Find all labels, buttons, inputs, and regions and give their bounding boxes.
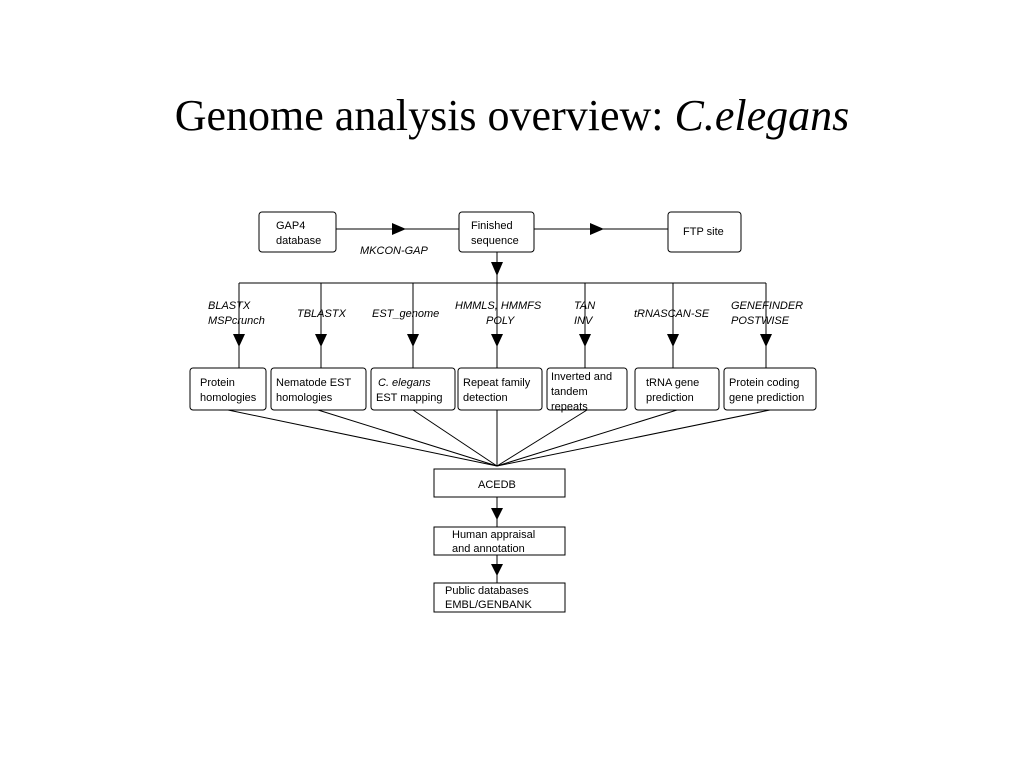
branch-5-arrowhead bbox=[579, 334, 591, 347]
gap4-database-box bbox=[258, 211, 337, 253]
converge-line-7 bbox=[496, 409, 771, 467]
converge-line-2 bbox=[317, 409, 498, 467]
title-organism: C.elegans bbox=[674, 91, 850, 140]
public-databases-box bbox=[433, 582, 566, 613]
public-line-2: EMBL/GENBANK bbox=[445, 599, 532, 611]
acedb-label: ACEDB bbox=[478, 479, 516, 491]
tool-2-line-1: TBLASTX bbox=[297, 308, 347, 320]
result-6-line-2: prediction bbox=[646, 392, 694, 404]
tool-1-line-1: BLASTX bbox=[208, 300, 251, 312]
converge-line-6 bbox=[496, 409, 678, 467]
gap4-line-1: GAP4 bbox=[276, 220, 305, 232]
branch-7-arrowhead bbox=[760, 334, 772, 347]
tool-5-line-1: TAN bbox=[574, 300, 595, 312]
branch-3-arrowhead bbox=[407, 334, 419, 347]
result-7-line-2: gene prediction bbox=[729, 392, 804, 404]
result-3-line-2: EST mapping bbox=[376, 392, 442, 404]
result-5-line-1: Inverted and bbox=[551, 371, 612, 383]
converge-line-5 bbox=[496, 409, 588, 467]
gap4-line-2: database bbox=[276, 235, 321, 247]
converge-line-1 bbox=[227, 409, 498, 467]
branch-1-arrowhead bbox=[233, 334, 245, 347]
result-1-line-1: Protein bbox=[200, 377, 235, 389]
gap4-to-finished-arrowhead bbox=[392, 223, 406, 235]
converge-line-3 bbox=[412, 409, 498, 467]
tool-5-line-2: INV bbox=[574, 315, 594, 327]
result-5-line-2: tandem bbox=[551, 386, 588, 398]
result-1-line-2: homologies bbox=[200, 392, 257, 404]
slide-title: Genome analysis overview: C.elegans bbox=[0, 91, 1024, 140]
tool-7-line-1: GENEFINDER bbox=[731, 300, 803, 312]
appraisal-to-public-arrowhead bbox=[491, 564, 503, 576]
tool-1-line-2: MSPcrunch bbox=[208, 315, 265, 327]
tool-3-line-1: EST_genome bbox=[372, 308, 439, 320]
result-4-line-2: detection bbox=[463, 392, 508, 404]
finished-down-arrowhead bbox=[491, 262, 503, 276]
mkcon-gap-label: MKCON-GAP bbox=[360, 245, 429, 257]
result-2-line-2: homologies bbox=[276, 392, 333, 404]
result-box-4 bbox=[457, 367, 543, 411]
finished-line-2: sequence bbox=[471, 235, 519, 247]
converging-lines bbox=[227, 409, 771, 467]
tool-6-line-1: tRNASCAN-SE bbox=[634, 308, 710, 320]
tool-7-line-2: POSTWISE bbox=[731, 315, 790, 327]
acedb-to-appraisal-arrowhead bbox=[491, 508, 503, 520]
result-4-line-1: Repeat family bbox=[463, 377, 531, 389]
result-7-line-1: Protein coding bbox=[729, 377, 799, 389]
finished-to-ftp-arrowhead bbox=[590, 223, 604, 235]
tool-4-line-1: HMMLS, HMMFS bbox=[455, 300, 542, 312]
acedb-box bbox=[433, 468, 566, 498]
result-6-line-1: tRNA gene bbox=[646, 377, 699, 389]
branch-6-arrowhead bbox=[667, 334, 679, 347]
finished-line-1: Finished bbox=[471, 220, 513, 232]
result-3-line-1: C. elegans bbox=[378, 377, 431, 389]
branch-4-arrowhead bbox=[491, 334, 503, 347]
result-5-line-3: repeats bbox=[551, 401, 588, 413]
appraisal-line-2: and annotation bbox=[452, 543, 525, 555]
appraisal-line-1: Human appraisal bbox=[452, 529, 535, 541]
appraisal-box bbox=[433, 526, 566, 556]
public-line-1: Public databases bbox=[445, 585, 529, 597]
result-2-line-1: Nematode EST bbox=[276, 377, 351, 389]
title-main: Genome analysis overview: bbox=[174, 91, 675, 140]
branch-2-arrowhead bbox=[315, 334, 327, 347]
ftp-line-1: FTP site bbox=[683, 226, 724, 238]
tool-4-line-2: POLY bbox=[486, 315, 515, 327]
ftp-site-box bbox=[667, 211, 742, 253]
